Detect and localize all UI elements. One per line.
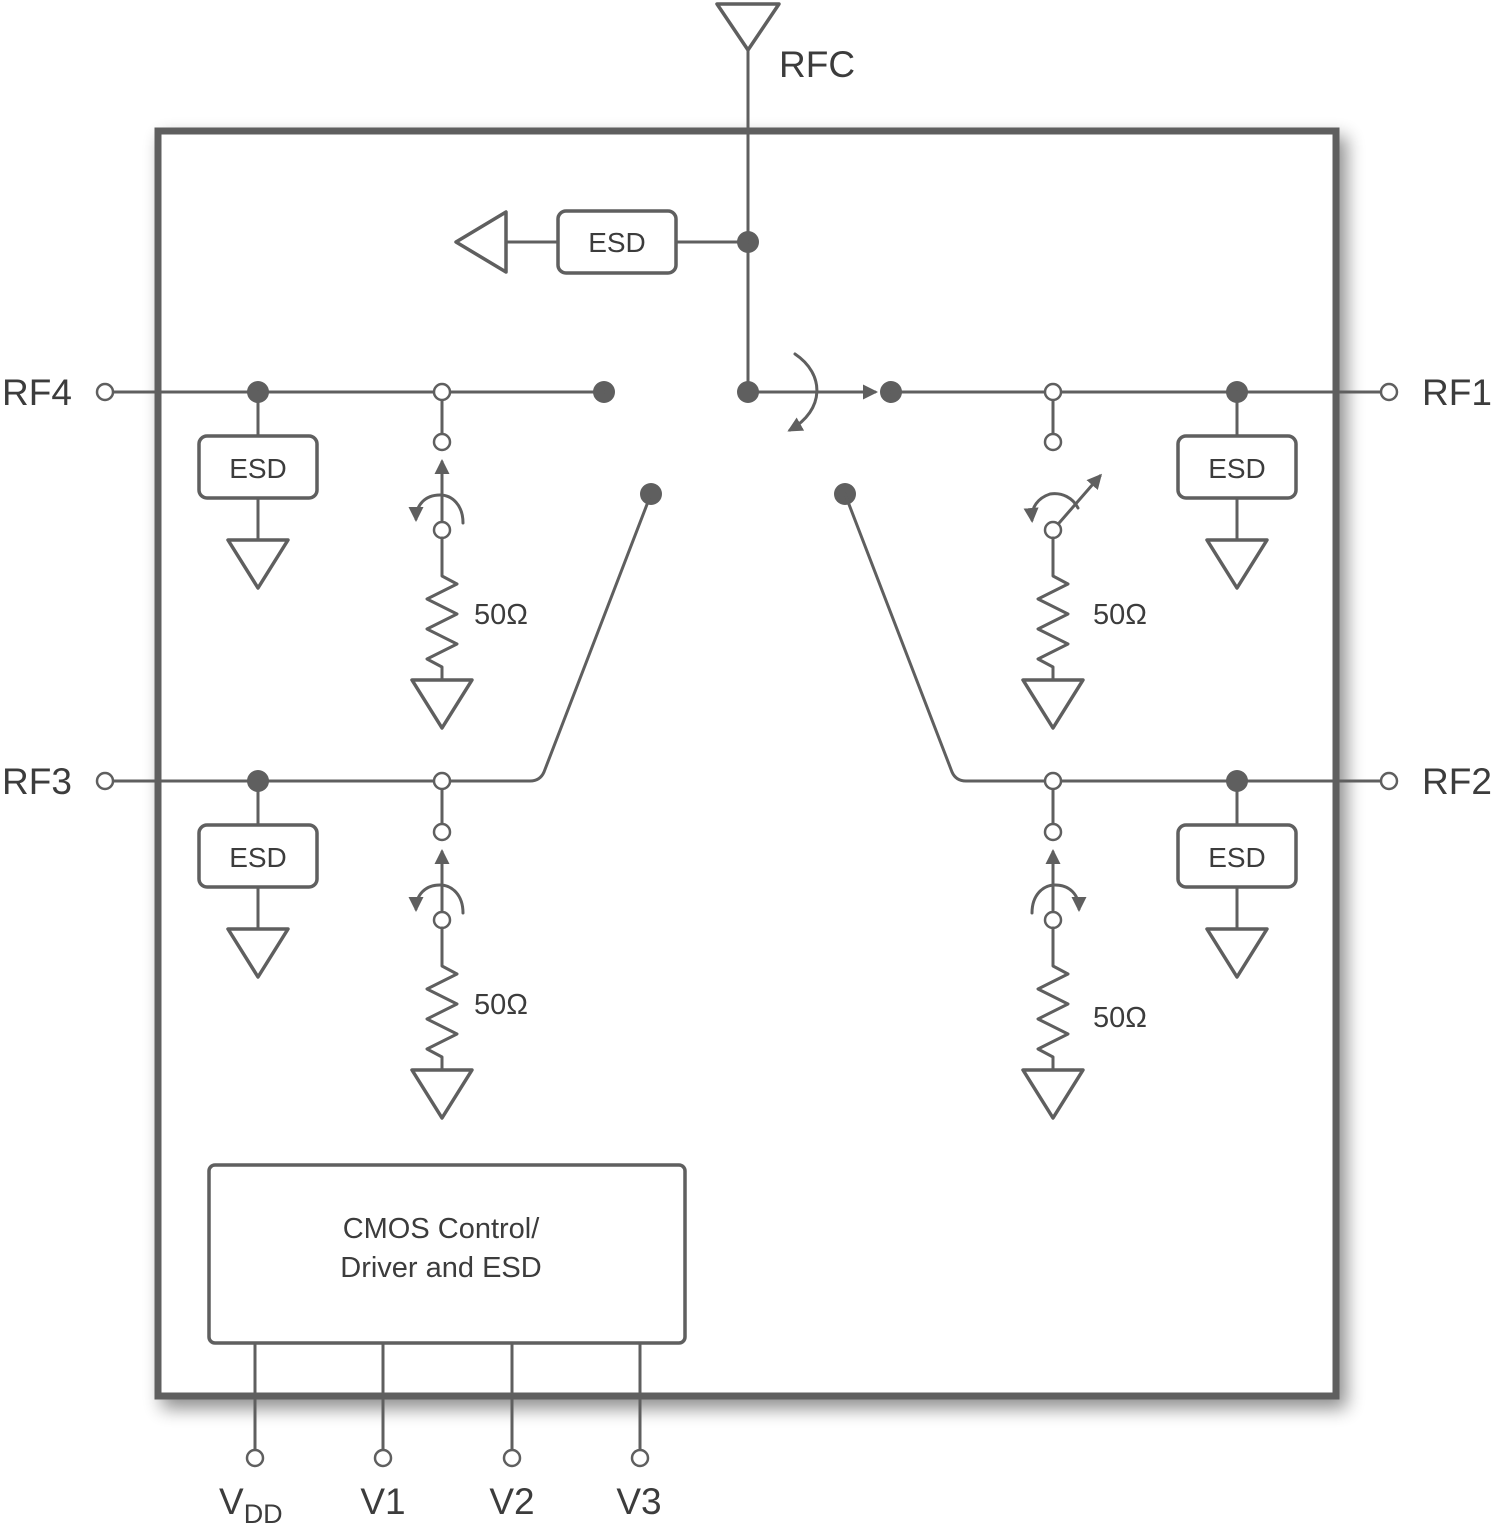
rf3-termination-resistor: [425, 926, 459, 1072]
switch-rotation-arrow-icon: [787, 352, 819, 432]
rf3-termination-ground-icon: [410, 1068, 474, 1120]
rf4-shunt-rotation-icon: [408, 493, 465, 525]
rf4-esd-ground-icon: [226, 538, 290, 590]
v1-pin: [373, 1448, 393, 1468]
rf1-termination-resistor: [1036, 536, 1070, 682]
v2-pin: [502, 1448, 522, 1468]
rf3-esd-ground-icon: [226, 927, 290, 979]
vdd-pin: [245, 1448, 265, 1468]
v1-label: V1: [360, 1481, 405, 1522]
rf1-esd-label: ESD: [1208, 453, 1266, 484]
rf4-termination-ground-icon: [410, 678, 474, 730]
rf4-resistor-label: 50Ω: [474, 599, 528, 631]
cmos-control-label-line1: CMOS Control/: [343, 1213, 541, 1245]
rf2-resistor-label: 50Ω: [1093, 1002, 1147, 1034]
cmos-control-label-line2: Driver and ESD: [340, 1252, 541, 1284]
switch-pole-dot: [737, 381, 759, 403]
v3-pin: [630, 1448, 650, 1468]
rfc-antenna-symbol: [715, 2, 781, 52]
v2-label: V2: [489, 1481, 534, 1522]
cmos-control-box: [207, 1163, 687, 1345]
v3-label: V3: [616, 1481, 661, 1522]
rf2-shunt-rotation-icon: [1030, 883, 1087, 915]
rf2-label: RF2: [1422, 761, 1492, 802]
rf2-pin: [1379, 771, 1399, 791]
rf1-label: RF1: [1422, 372, 1492, 413]
rf2-termination-resistor: [1036, 926, 1070, 1072]
rfc-esd-ground-icon: [454, 210, 508, 274]
rfc-esd-label: ESD: [588, 227, 646, 258]
rf3-shunt-rotation-icon: [408, 883, 465, 915]
rf4-pin: [95, 382, 115, 402]
rf3-label: RF3: [2, 761, 72, 802]
rf3-pin: [95, 771, 115, 791]
rf4-label: RF4: [2, 372, 72, 413]
rf2-esd-label: ESD: [1208, 842, 1266, 873]
rf4-termination-resistor: [425, 536, 459, 682]
rf4-esd-label: ESD: [229, 453, 287, 484]
rf3-esd-label: ESD: [229, 842, 287, 873]
vdd-label: VDD: [219, 1481, 283, 1529]
rf3-resistor-label: 50Ω: [474, 989, 528, 1021]
rf2-esd-ground-icon: [1205, 927, 1269, 979]
rf1-esd-ground-icon: [1205, 538, 1269, 590]
vdd-label-main: V: [219, 1481, 244, 1522]
rf2-termination-ground-icon: [1021, 1068, 1085, 1120]
rf1-pin: [1379, 382, 1399, 402]
vdd-label-subscript: DD: [244, 1499, 283, 1529]
rf1-shunt-rotation-icon: [1023, 492, 1080, 523]
rf1-resistor-label: 50Ω: [1093, 599, 1147, 631]
rfc-label: RFC: [779, 44, 855, 85]
rf1-termination-ground-icon: [1021, 678, 1085, 730]
